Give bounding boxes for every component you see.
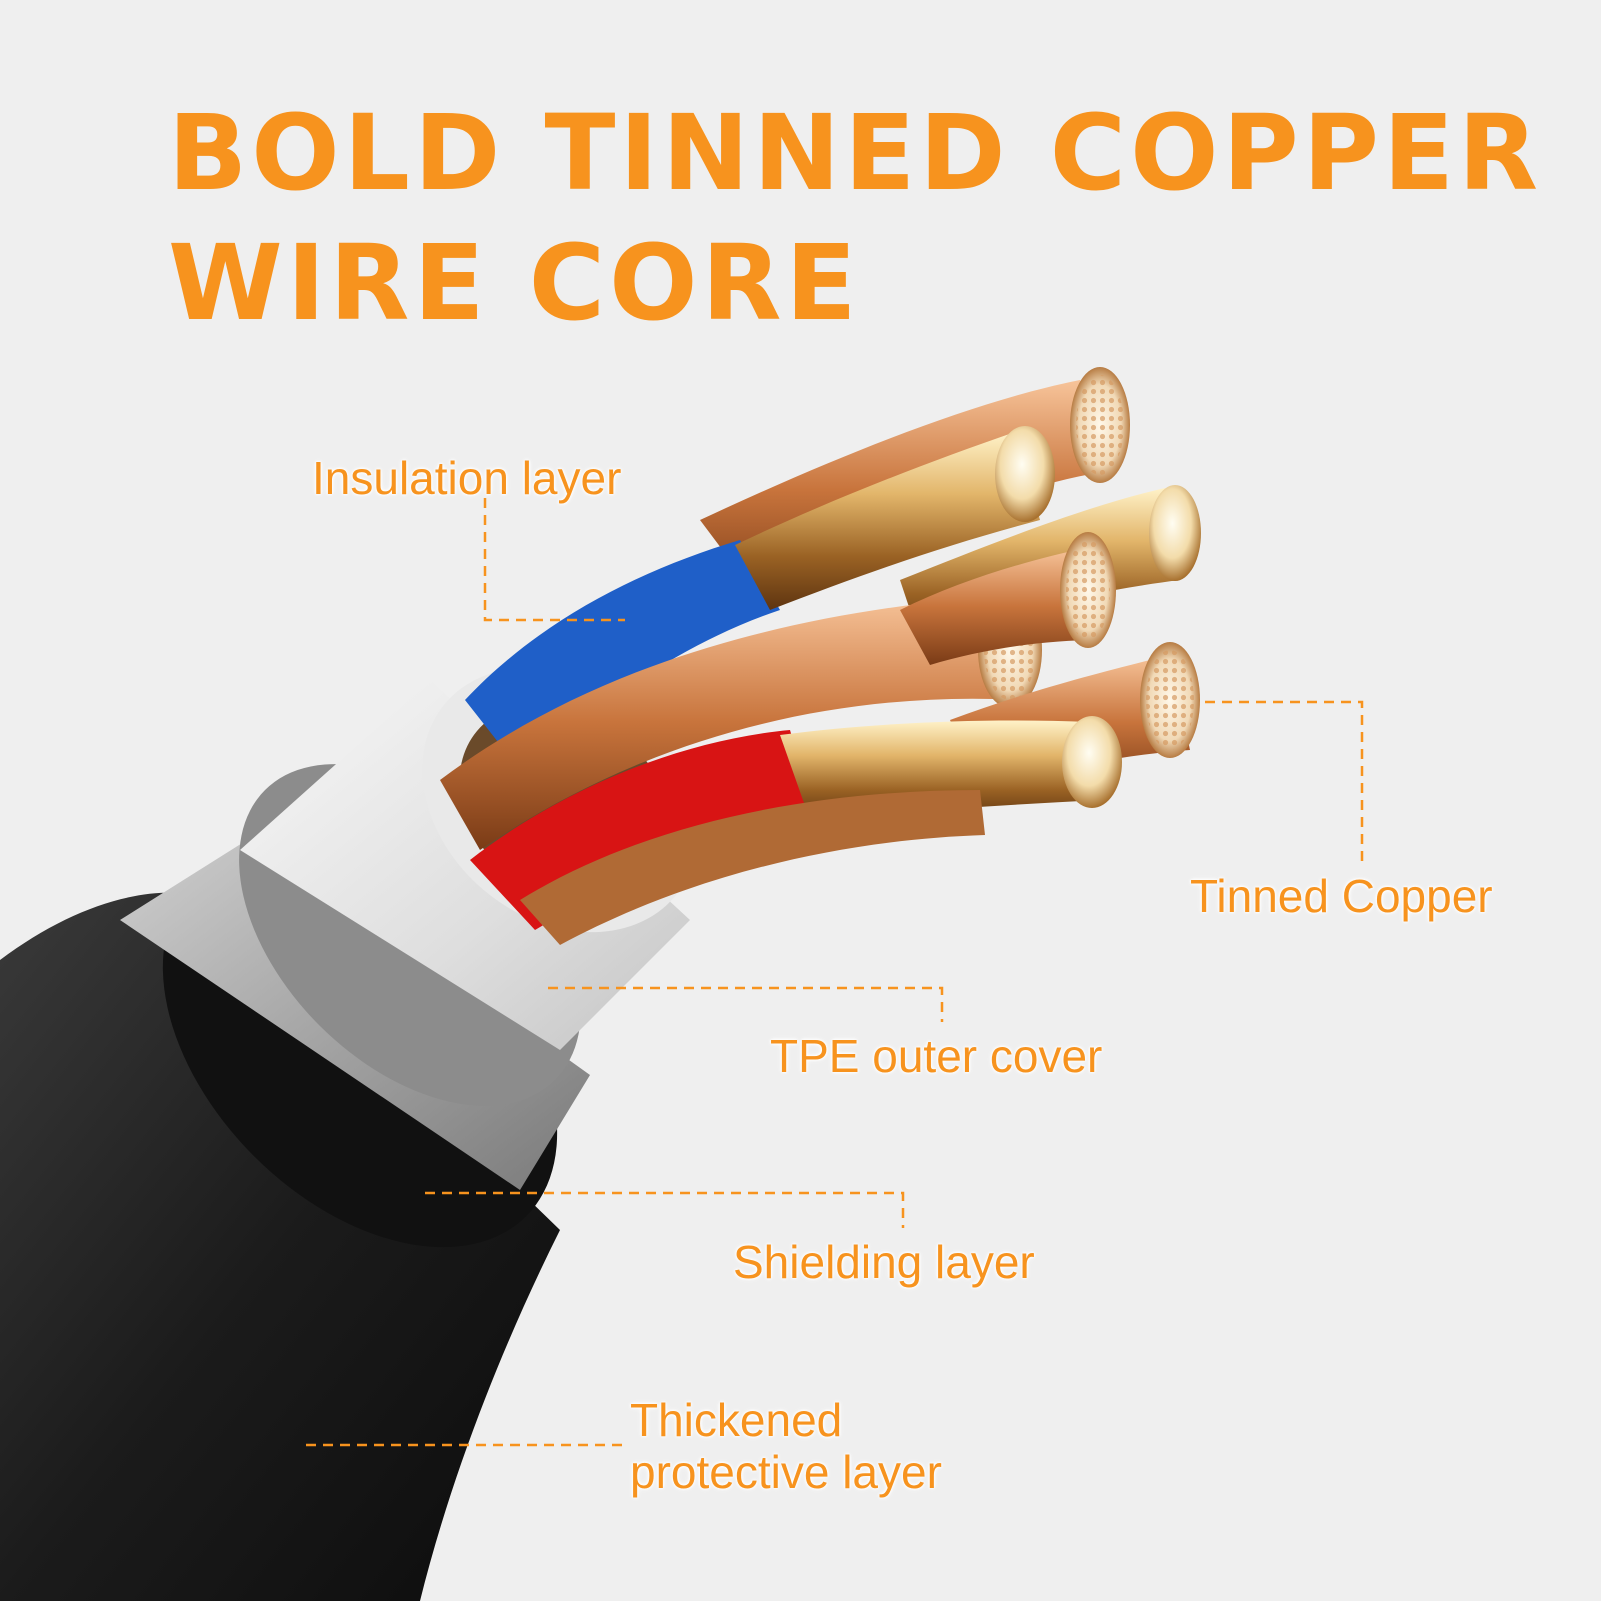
label-tpe-outer-cover: TPE outer cover xyxy=(770,1030,1103,1082)
wire-copper-center xyxy=(440,595,1020,850)
protective-jacket xyxy=(0,892,560,1601)
label-protective-line-1: Thickened xyxy=(630,1394,843,1446)
conductor-end-right xyxy=(1149,485,1201,581)
leader-shielding xyxy=(425,1191,905,1228)
headline: BOLD TINNED COPPER WIRE CORE xyxy=(168,88,1542,348)
leader-tpe-cover xyxy=(548,986,944,1022)
conductor-end-blue xyxy=(995,426,1055,522)
label-shielding-layer: Shielding layer xyxy=(733,1236,1035,1288)
strand-end-top-dots xyxy=(1076,375,1124,475)
label-protective-layer: Thickened protective layer xyxy=(630,1394,942,1498)
leader-insulation xyxy=(483,498,625,622)
label-insulation-layer: Insulation layer xyxy=(312,452,622,504)
headline-line-2: WIRE CORE xyxy=(168,222,861,344)
headline-line-1: BOLD TINNED COPPER xyxy=(168,92,1543,214)
leader-tinned-copper xyxy=(1205,700,1364,862)
leader-lines xyxy=(306,498,1364,1447)
label-protective-line-2: protective layer xyxy=(630,1446,942,1498)
wire-gold-blue-conductor xyxy=(735,432,1040,610)
wire-gold-red-conductor xyxy=(780,720,1100,820)
conductor-end-red xyxy=(1062,716,1122,808)
strand-end-mid-dots xyxy=(1066,540,1110,640)
strand-end-lower-dots xyxy=(1146,650,1194,750)
wire-copper-mid xyxy=(900,548,1100,665)
wire-blue-insulation xyxy=(465,540,780,770)
wire-copper-under xyxy=(520,790,985,945)
label-tinned-copper: Tinned Copper xyxy=(1190,870,1493,922)
